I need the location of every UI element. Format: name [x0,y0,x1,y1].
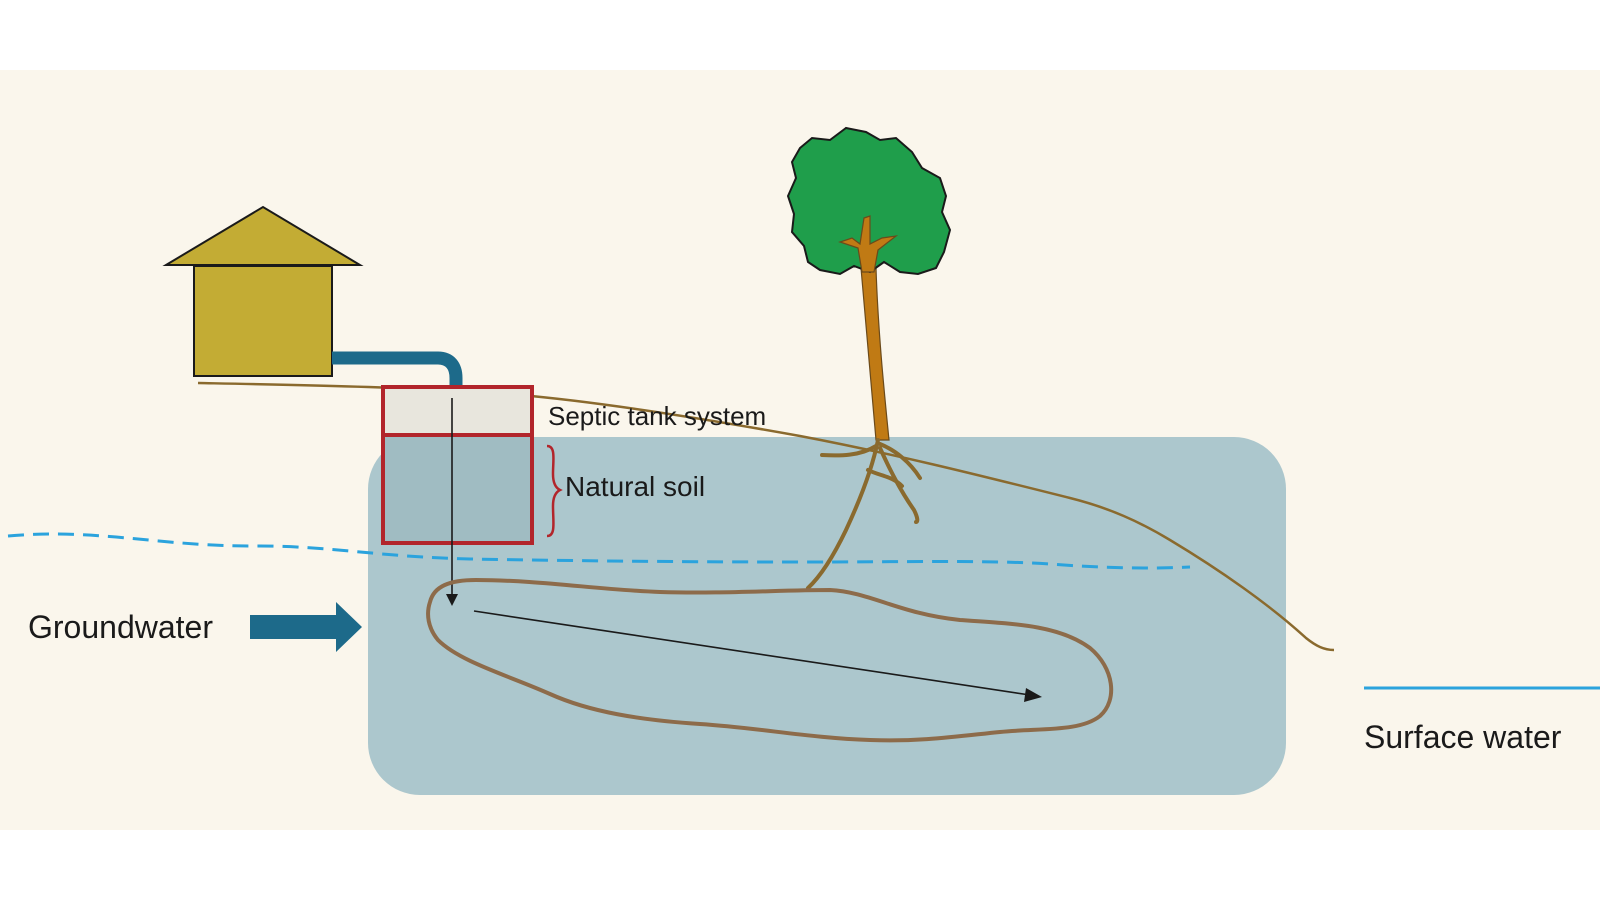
tree-roots [806,438,922,590]
natural-soil-brace [546,444,563,538]
contaminant-plume [426,578,1114,743]
groundwater-zone [368,437,1286,795]
tree-canopy [786,126,952,276]
tree [786,126,952,590]
label-groundwater: Groundwater [28,609,213,645]
groundwater-flow-arrow [250,602,362,652]
tree-trunk [860,267,890,441]
sewer-pipe [332,351,463,392]
effluent-flow-arrowhead [446,594,458,606]
house-roof [162,205,364,266]
label-septic-tank-system: Septic tank system [548,401,766,431]
label-surface-water: Surface water [1364,719,1562,755]
plume-flow-line [473,610,1031,696]
tree-branches [838,215,899,273]
house [162,205,364,377]
septic-tank [381,385,534,545]
house-body [193,265,333,377]
water-table-line [7,532,1191,570]
septic-tank-drainfield [381,433,534,545]
septic-tank-top [381,385,534,437]
label-natural-soil: Natural soil [565,471,705,502]
plume-flow-arrowhead [1024,688,1042,702]
